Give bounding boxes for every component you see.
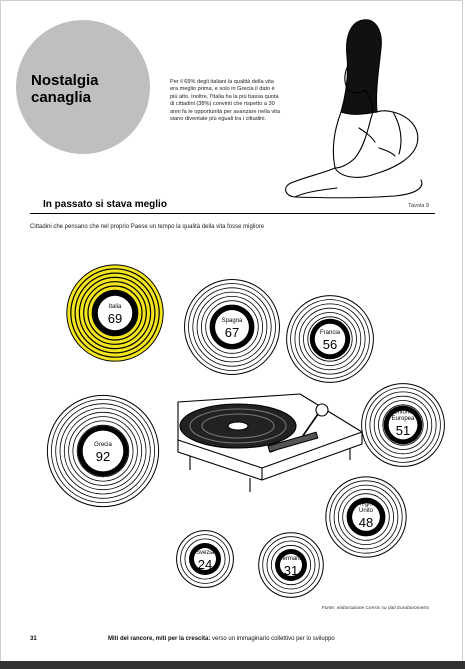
bubble-label-area [314, 323, 346, 355]
chart-subtitle: Cittadini che pensano che nel proprio Pa… [30, 224, 265, 230]
bubble-groove [294, 303, 366, 375]
bubble-groove [180, 534, 230, 584]
bubble-groove [205, 300, 259, 354]
bubble-label-area [194, 548, 216, 570]
bubble-groove [63, 411, 143, 491]
bubble-groove [382, 404, 424, 446]
bubble-groove [307, 316, 353, 362]
bubble-value-label: 56 [323, 337, 337, 352]
bubble-groove [55, 403, 151, 499]
bubble-groove [184, 538, 226, 580]
bubble-groove [59, 407, 147, 495]
title-line-1: Nostalgia [31, 72, 99, 89]
bubble-groove [72, 420, 134, 482]
bubble-label-area [97, 295, 133, 331]
bubble-label-area [280, 554, 302, 576]
bubble-groove [266, 540, 316, 590]
bubble-value-label: 69 [108, 311, 122, 326]
source-note: Fonte: elaborazione Censis su dati Eurob… [321, 606, 429, 611]
bubble-groove [378, 400, 428, 450]
bubble-groove [200, 295, 263, 358]
bubble-groove [333, 484, 399, 550]
bubble-groove [346, 497, 386, 537]
bubble-country-label: Francia [320, 330, 341, 336]
bubble-country-label: Germania [278, 556, 305, 562]
bottom-bar [0, 661, 465, 669]
bubble-groove [78, 276, 152, 350]
bubble-groove [192, 287, 272, 367]
title-circle [16, 20, 150, 154]
bubble-groove [290, 299, 370, 379]
turntable-illustration [177, 393, 363, 492]
bubble-groove [365, 387, 441, 463]
bubble-groove [270, 544, 312, 586]
page-number: 31 [30, 636, 37, 642]
bubble-groove [329, 480, 403, 554]
bubble-groove [76, 424, 130, 478]
bubble-groove [373, 395, 433, 455]
bubble-groove [209, 304, 255, 350]
page-title: Nostalgia canaglia [31, 72, 141, 106]
bubble-groove [342, 493, 390, 541]
bubble-groove [68, 416, 138, 486]
intro-paragraph: Per il 69% degli italiani la qualità del… [170, 79, 281, 123]
seated-woman-illustration [285, 19, 423, 199]
bubble-groove [369, 391, 437, 459]
bubble-country-label: Unione [393, 410, 413, 416]
bubble-value-label: 48 [359, 515, 373, 530]
bubble-label-area [82, 430, 124, 472]
bubble-value-label: 51 [396, 423, 410, 438]
bubble-groove [83, 281, 147, 345]
bubble-value-label: 31 [284, 563, 298, 578]
section-rule [30, 213, 435, 214]
bubble-groove [262, 536, 320, 594]
bubble-country-label: Unito [359, 508, 374, 514]
bubble-label-area [215, 310, 249, 344]
bubble-groove [298, 307, 362, 371]
footer-text-bold: Miti del rancore, miti per la crescita: [108, 636, 211, 642]
bubble-groove [74, 272, 156, 354]
footer-text-rest: verso un immaginario collettivo per lo s… [210, 636, 335, 642]
bubble-groove [70, 268, 160, 358]
bubble-groove [91, 289, 139, 337]
bubble-country-label: Spagna [222, 318, 243, 324]
title-line-2: canaglia [31, 89, 92, 106]
table-label: Tavola 9 [408, 203, 429, 209]
section-title: In passato si stava meglio [43, 199, 167, 210]
bubble-groove [196, 291, 268, 363]
bubble-groove [87, 285, 143, 341]
bubble-country-label: Regno [357, 502, 375, 508]
bubble-label-area [388, 410, 418, 440]
bubble-country-label: Europea [392, 416, 415, 422]
footer-text: Miti del rancore, miti per la crescita: … [108, 636, 335, 642]
bubble-country-label: Grecia [94, 442, 112, 448]
bubble-groove [188, 283, 276, 371]
bubble-country-label: Italia [109, 304, 122, 310]
bubble-groove [303, 312, 357, 366]
bubble-groove [337, 488, 394, 545]
bubble-groove [51, 398, 155, 503]
bubble-value-label: 92 [96, 449, 110, 464]
bubble-label-area [352, 503, 380, 531]
bubble-value-label: 24 [198, 557, 212, 572]
bubble-country-label: Svezia [196, 550, 215, 556]
bubble-value-label: 67 [225, 325, 239, 340]
